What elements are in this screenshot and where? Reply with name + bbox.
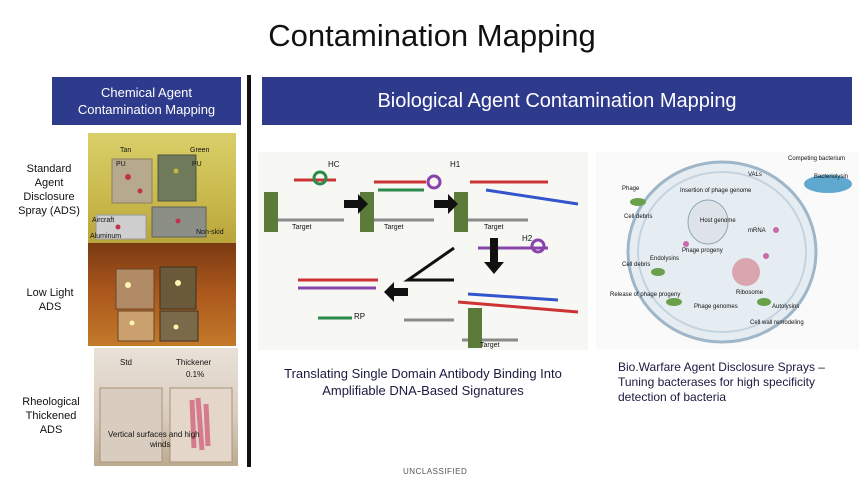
label-target-1: Target	[292, 224, 312, 231]
label-competing-bacterium: Competing bacterium	[788, 156, 846, 162]
label-vertical-surfaces: Vertical surfaces and high	[108, 430, 200, 439]
label-green: Green	[190, 147, 210, 154]
rheological-label-line: ADS	[39, 424, 63, 436]
rheological-label: Rheological Thickened ADS	[14, 395, 88, 437]
label-non-skid: Non-skid	[196, 229, 224, 236]
label-thickener: Thickener	[176, 358, 212, 367]
label-cell-debris-2: Cell debris	[622, 262, 651, 268]
chemical-header-line2: Contamination Mapping	[77, 102, 216, 117]
label-phage-genomes: Phage genomes	[694, 304, 738, 310]
ads-label-line: Agent	[34, 177, 64, 189]
thickened-ads-photo: Std Thickener 0.1% Vertical surfaces and…	[94, 348, 238, 466]
label-phage-progeny: Phage progeny	[682, 248, 723, 254]
label-winds: winds	[150, 440, 171, 449]
bio-spray-caption: Bio.Warfare Agent Disclosure Sprays – Tu…	[618, 360, 825, 404]
label-endolysins: Endolysins	[650, 256, 680, 262]
label-aircraft: Aircraft	[92, 217, 115, 224]
label-ribosome: Ribosome	[736, 290, 764, 296]
bacteriophage-cell-figure: Competing bacterium Bacteriolysin Phage …	[596, 152, 859, 350]
label-vals: VALs	[748, 172, 762, 178]
dna-signature-diagram: HC H1 H2 RP Target Target Target Target	[258, 152, 588, 350]
low-light-label: Low Light ADS	[18, 286, 82, 314]
label-host-genome: Host genome	[700, 218, 736, 224]
low-light-photo-art	[115, 266, 199, 342]
label-target-4: Target	[480, 342, 500, 349]
label-cell-debris-1: Cell debris	[624, 214, 653, 220]
label-thickener-pct: 0.1%	[186, 370, 205, 379]
label-aluminum: Aluminum	[90, 233, 122, 240]
ads-label-line: Disclosure	[23, 191, 75, 203]
label-std: Std	[120, 358, 133, 367]
low-light-ads-photo	[88, 243, 236, 346]
ads-label: Standard Agent Disclosure Spray (ADS)	[12, 162, 86, 218]
chemical-header-line1: Chemical Agent	[100, 85, 193, 100]
label-release: Release of phage progeny	[610, 292, 681, 298]
bio-cell-art	[626, 160, 852, 344]
label-target-3: Target	[484, 224, 504, 231]
low-light-label-line: ADS	[38, 301, 62, 313]
label-rp: RP	[354, 312, 366, 321]
label-cell-wall: Cell wall remodeling	[750, 320, 804, 326]
standard-ads-photo: Tan Green PU PU Aircraft Non-skid Alumin…	[88, 133, 236, 243]
label-bacteriolysin: Bacteriolysin	[814, 174, 849, 180]
label-pu-right: PU	[192, 161, 202, 168]
ads-label-line: Standard	[26, 163, 72, 175]
label-hc: HC	[328, 160, 340, 169]
dna-diagram-art	[264, 170, 579, 348]
biological-header-text: Biological Agent Contamination Mapping	[377, 89, 737, 112]
label-mrna: mRNA	[748, 228, 766, 234]
ads-label-line: Spray (ADS)	[18, 205, 80, 217]
label-phage: Phage	[622, 186, 640, 192]
low-light-label-line: Low Light	[26, 287, 74, 299]
standard-ads-photo-art	[95, 154, 207, 240]
label-insertion: Insertion of phage genome	[680, 188, 752, 194]
rheological-label-line: Thickened	[25, 410, 77, 422]
vertical-divider	[247, 75, 251, 467]
classification-footer: UNCLASSIFIED	[403, 467, 468, 476]
thickened-photo-art	[99, 387, 233, 463]
rheological-label-line: Rheological	[22, 396, 80, 408]
biological-mapping-header: Biological Agent Contamination Mapping	[262, 77, 852, 125]
label-h2: H2	[522, 234, 533, 243]
label-h1: H1	[450, 160, 461, 169]
label-pu-left: PU	[116, 161, 126, 168]
chemical-mapping-header: Chemical Agent Contamination Mapping	[52, 77, 241, 125]
label-tan: Tan	[120, 147, 132, 154]
slide-title: Contamination Mapping	[268, 18, 596, 53]
label-autolysins: Autolysins	[772, 304, 800, 310]
label-target-2: Target	[384, 224, 404, 231]
dna-signature-caption: Translating Single Domain Antibody Bindi…	[284, 366, 562, 398]
